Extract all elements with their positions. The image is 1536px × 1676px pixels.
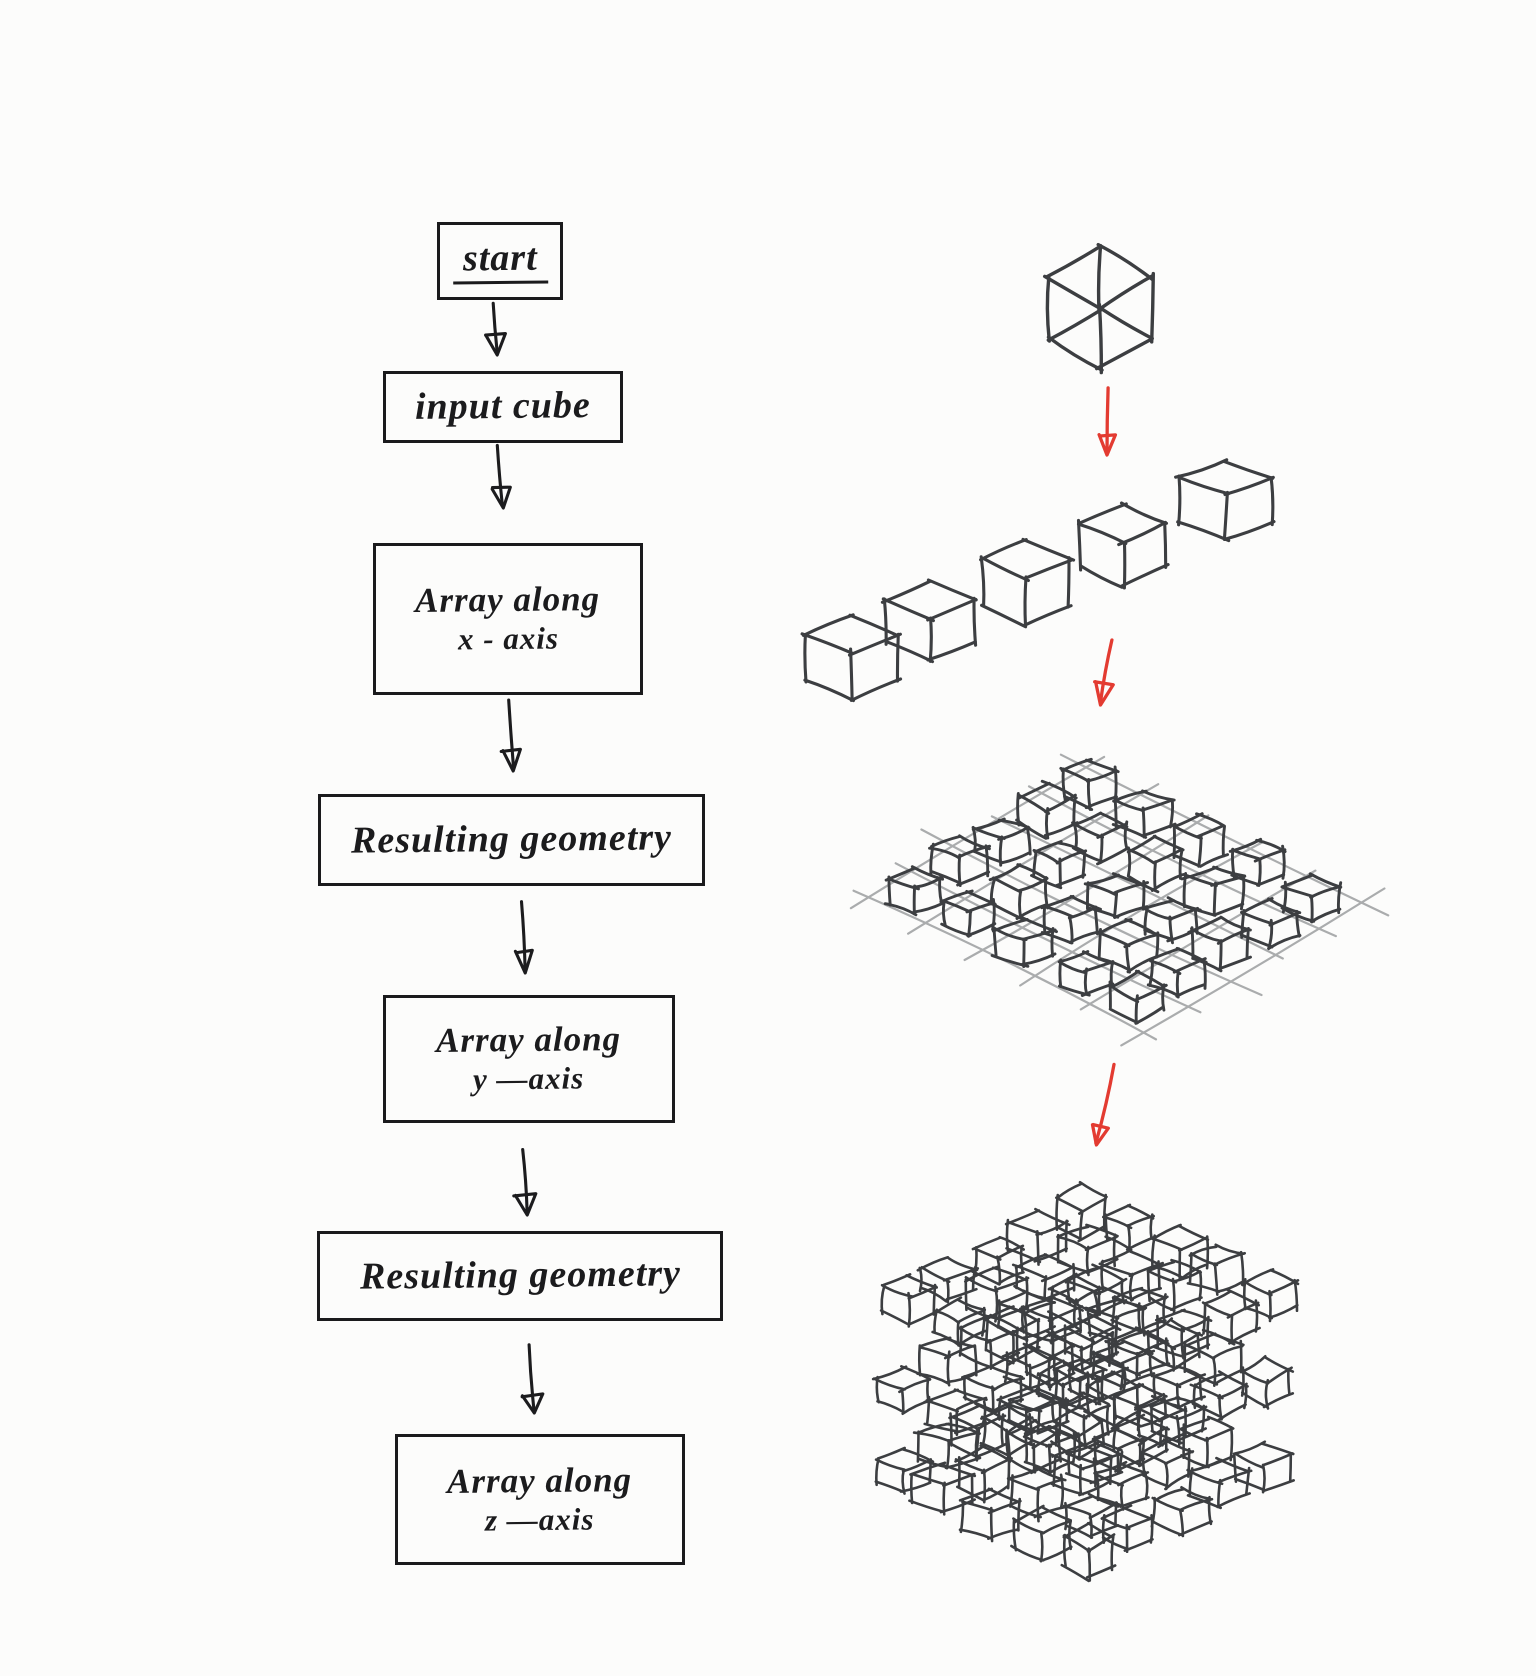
flow-node-array-y-line1: Array along xyxy=(436,1019,622,1061)
flowchart-arrows xyxy=(484,301,545,1415)
cube-array-xyz-sketch xyxy=(871,1180,1300,1583)
flow-node-array-x-line1: Array along xyxy=(415,579,601,621)
cube-grid-xy-sketch xyxy=(849,753,1390,1047)
flow-node-array-y: Array along y —axis xyxy=(383,995,675,1123)
flow-node-input-cube-label: input cube xyxy=(414,384,592,428)
flow-node-array-y-line2: y —axis xyxy=(473,1060,585,1097)
single-cube-sketch xyxy=(1043,242,1155,375)
flow-node-array-x-line2: x - axis xyxy=(457,620,559,657)
flow-node-array-z: Array along z —axis xyxy=(395,1434,685,1565)
flow-node-start-label: start xyxy=(452,236,548,284)
flow-node-resulting-geometry-2-label: Resulting geometry xyxy=(359,1252,681,1298)
flow-node-array-x: Array along x - axis xyxy=(373,543,643,695)
flow-node-resulting-geometry-1-label: Resulting geometry xyxy=(350,816,673,862)
flow-node-resulting-geometry-1: Resulting geometry xyxy=(318,794,705,886)
flow-node-resulting-geometry-2: Resulting geometry xyxy=(317,1231,723,1321)
flow-node-input-cube: input cube xyxy=(383,371,623,443)
flow-node-array-z-line1: Array along xyxy=(447,1459,633,1501)
red-step-arrows xyxy=(1090,386,1118,1147)
cube-row-x-sketch xyxy=(800,458,1276,703)
flow-node-array-z-line2: z —axis xyxy=(485,1501,595,1538)
flow-node-start: start xyxy=(437,222,563,300)
